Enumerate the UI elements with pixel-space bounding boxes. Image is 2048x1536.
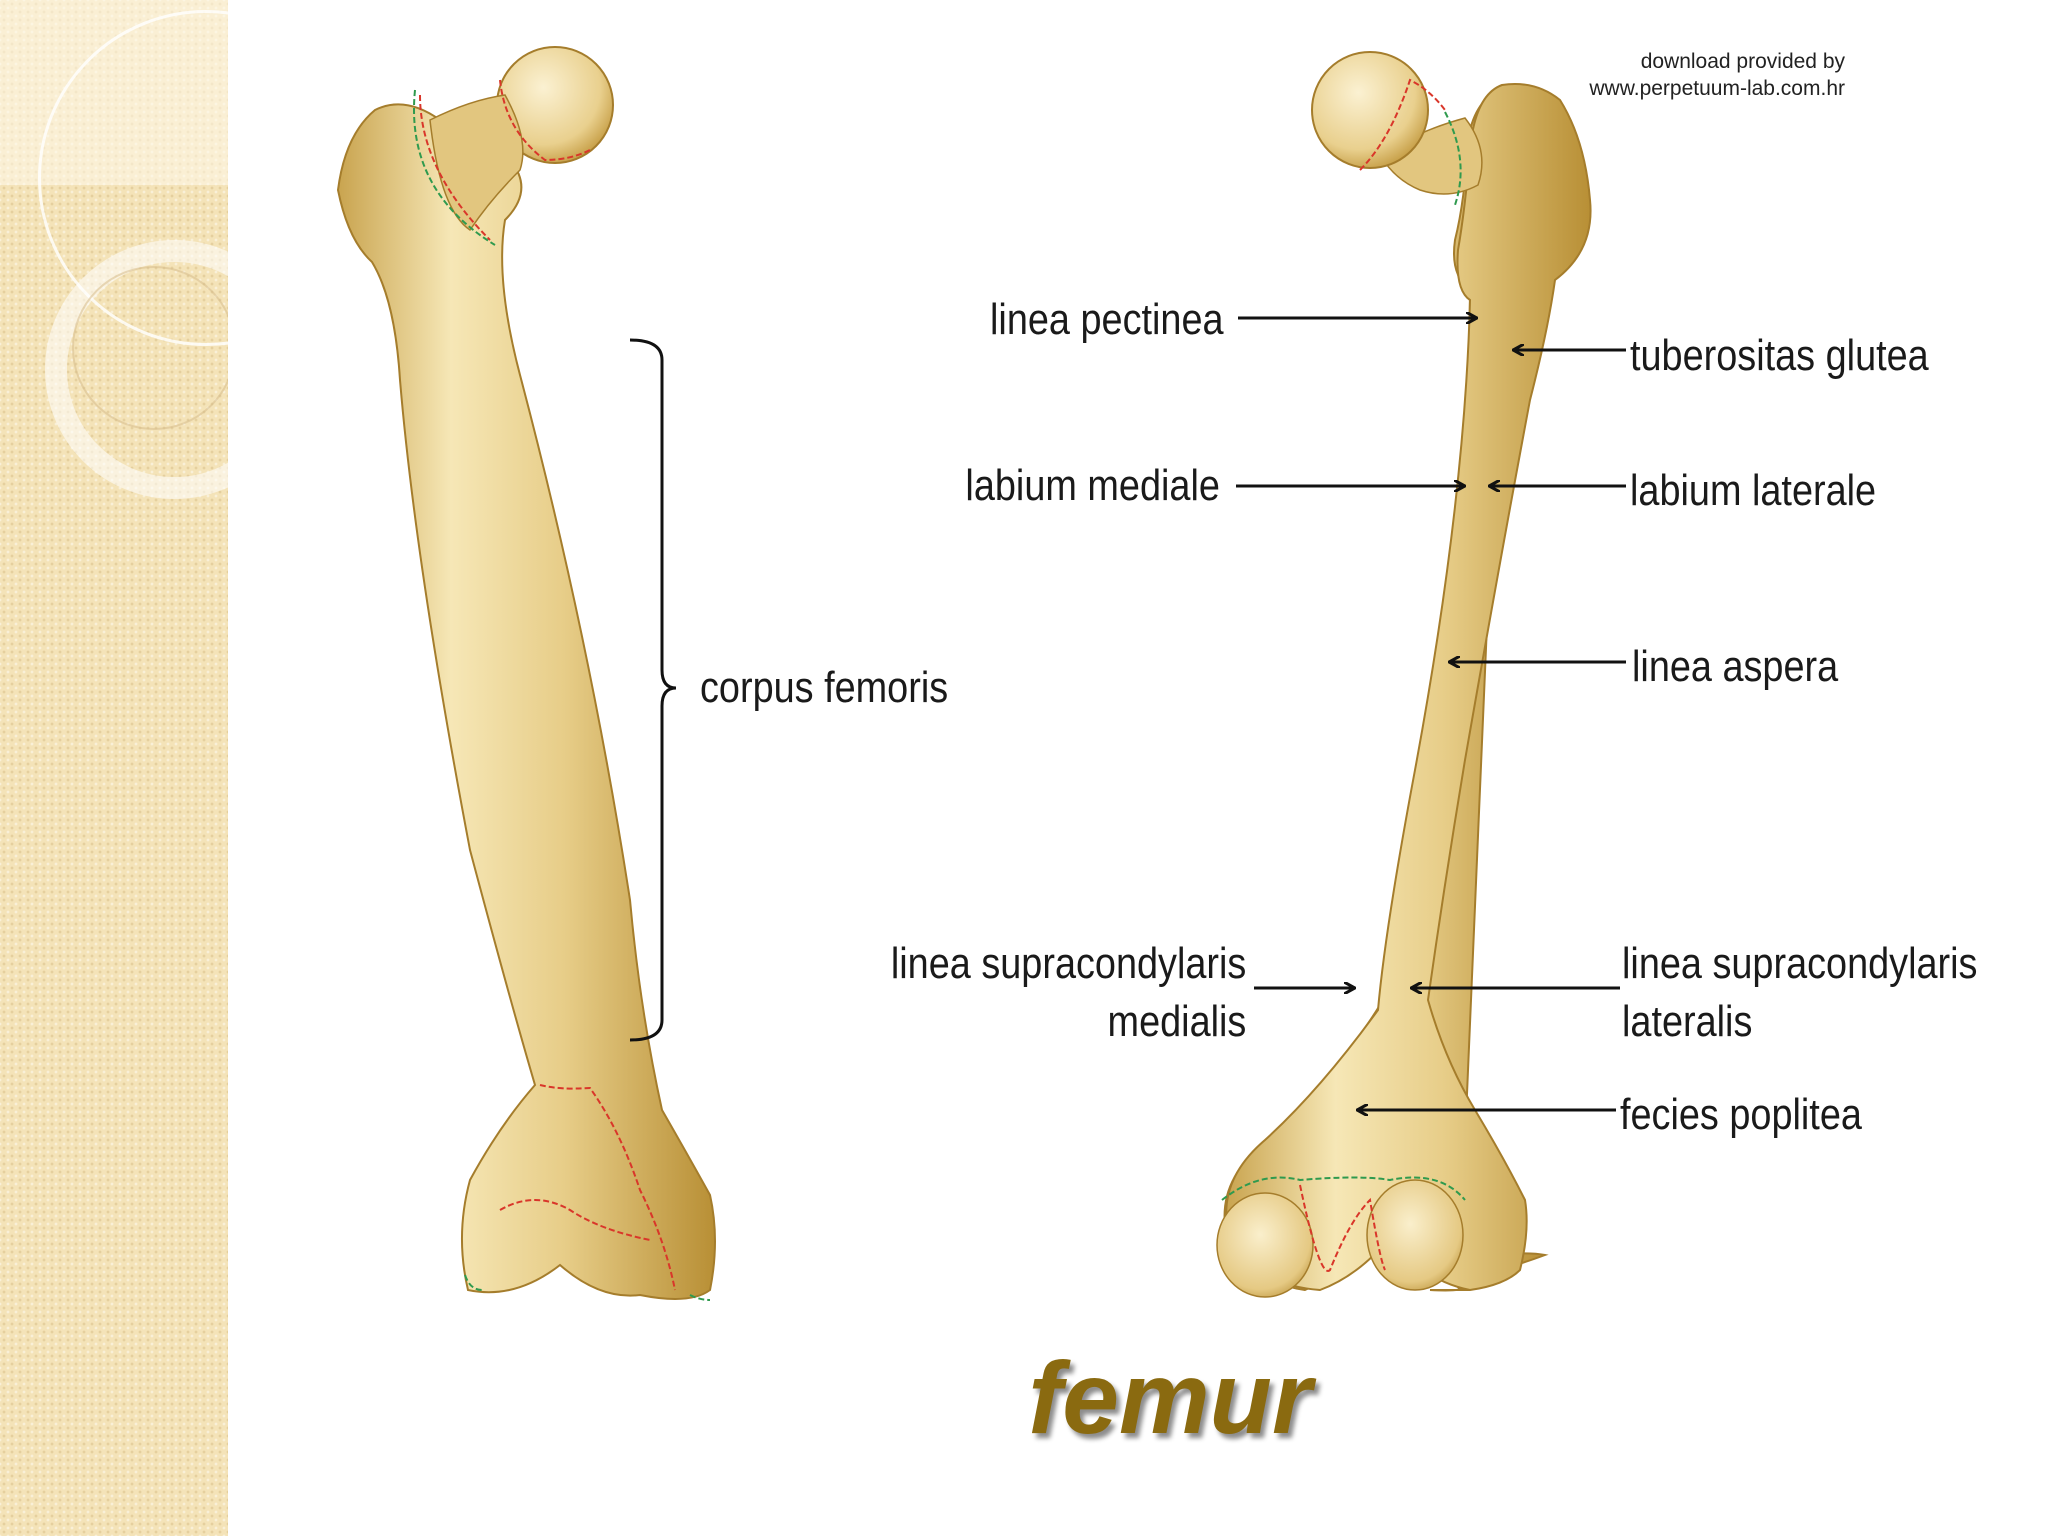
label-supracondylaris-lateralis-line-1: linea supracondylaris [1622, 939, 1978, 988]
femur-posterior-head [1311, 51, 1429, 169]
capsule-line-red [419, 79, 591, 241]
credit-line-1: download provided by [1640, 50, 1845, 73]
label-linea-supracondylaris-medialis: linea supracondylaris medialis [891, 935, 1246, 1051]
distal-capsule-red [499, 1084, 676, 1291]
label-supracondylaris-medialis-line-1: linea supracondylaris [890, 939, 1246, 988]
femur-posterior-shaft [1225, 83, 1592, 1292]
distal-capsule-green [464, 1274, 711, 1301]
label-supracondylaris-lateralis-line-2: lateralis [1622, 997, 1753, 1046]
decorative-sidebar [0, 0, 228, 1536]
label-labium-mediale: labium mediale [965, 461, 1220, 510]
label-arrows [1236, 318, 1626, 1110]
femur-anterior-view [336, 46, 716, 1301]
posterior-capsule-red [1299, 78, 1446, 1272]
femur-anterior-body [336, 103, 716, 1300]
credit-line-2: www.perpetuum-lab.com.hr [1589, 77, 1845, 100]
label-tuberositas-glutea: tuberositas glutea [1630, 331, 1929, 380]
corpus-femoris-bracket [629, 338, 677, 1042]
femur-posterior-neck [1378, 117, 1483, 195]
label-corpus-femoris: corpus femoris [700, 663, 949, 712]
download-credit: download provided by www.perpetuum-lab.c… [1505, 48, 1845, 102]
label-supracondylaris-medialis-line-2: medialis [1107, 997, 1246, 1046]
sidebar-ring-inner [72, 266, 228, 430]
page-title: femur [1028, 1341, 1312, 1455]
label-linea-pectinea: linea pectinea [990, 295, 1224, 344]
condyle-medial [1216, 1192, 1314, 1298]
label-fecies-poplitea: fecies poplitea [1620, 1090, 1862, 1139]
posterior-capsule-green [1221, 111, 1466, 1201]
label-linea-supracondylaris-lateralis: linea supracondylaris lateralis [1622, 935, 1977, 1051]
label-labium-laterale: labium laterale [1630, 466, 1877, 515]
capsule-line-green [413, 89, 496, 246]
condyle-lateral [1366, 1179, 1464, 1291]
label-linea-aspera: linea aspera [1632, 642, 1839, 691]
